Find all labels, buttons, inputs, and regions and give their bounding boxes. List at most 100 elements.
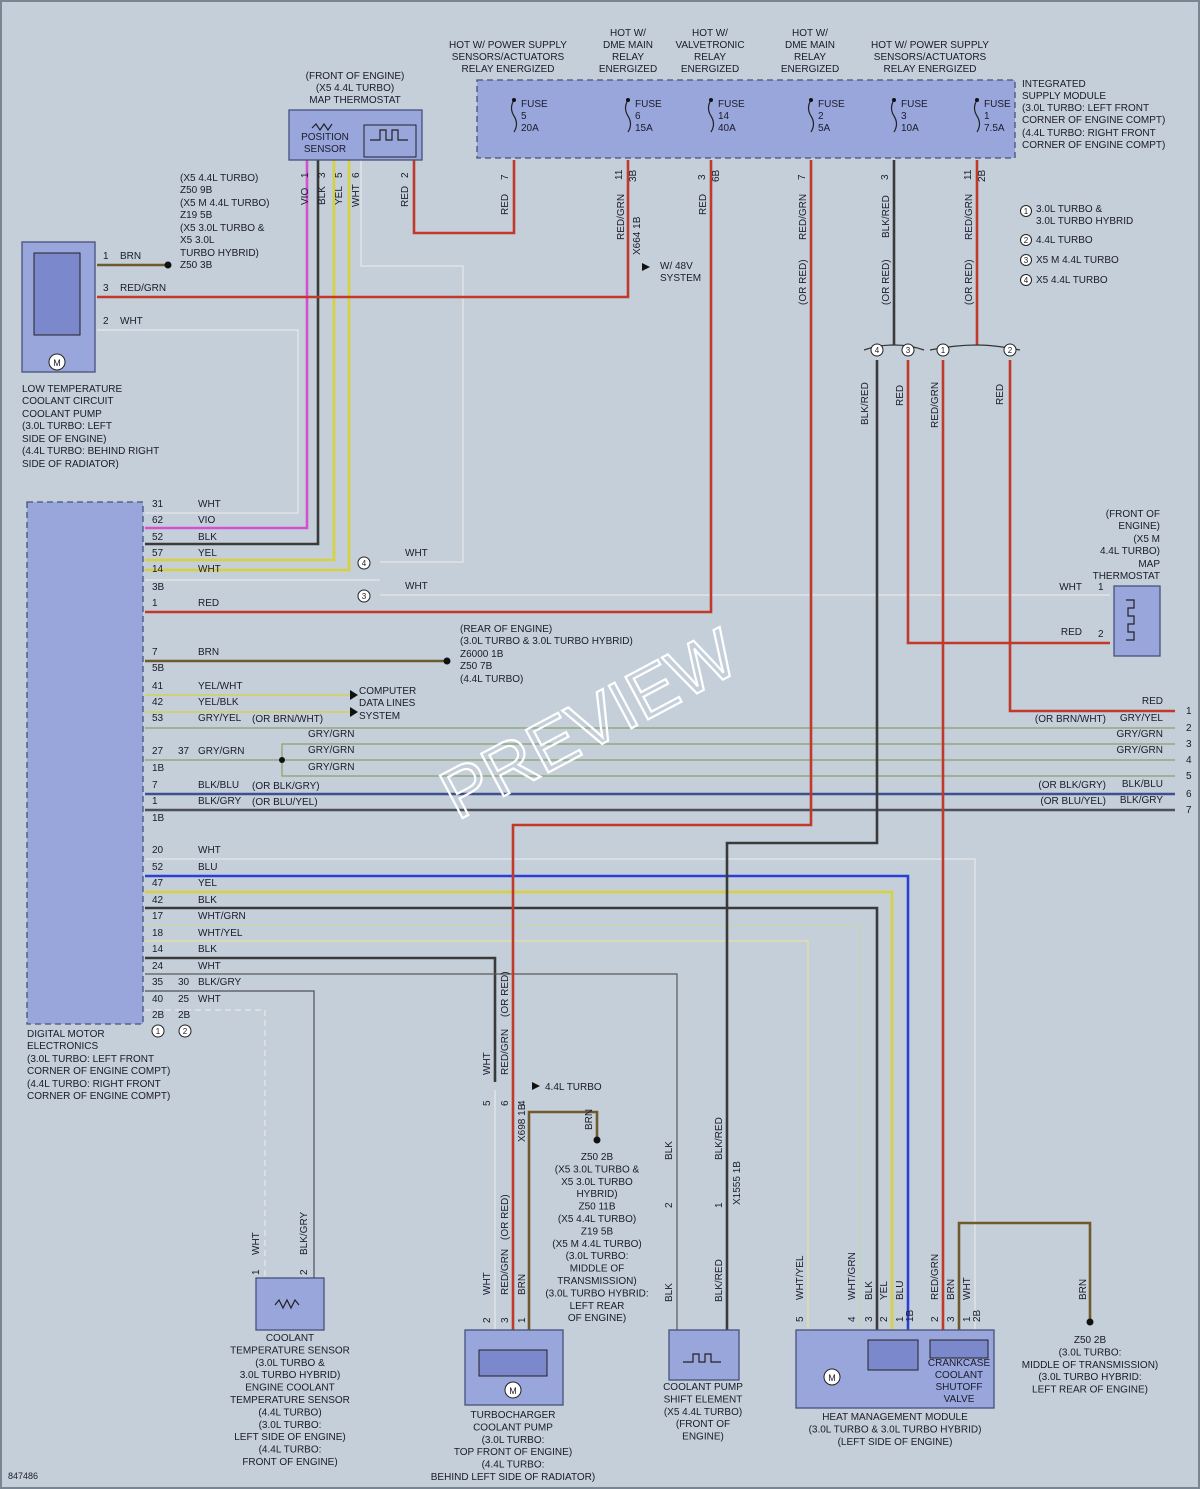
fuse-dot <box>809 98 813 102</box>
wire-wht-24 <box>145 973 678 1330</box>
dme-pin: 27 <box>152 746 164 757</box>
split-callout-3 <box>901 343 915 357</box>
hm-pin: 1 <box>962 1316 973 1322</box>
heat-motor-icon <box>823 1368 841 1386</box>
wire-whtgrn-17 <box>145 924 861 1330</box>
data-wire-0: GRY/GRN <box>308 729 355 740</box>
cts-pin-1: 1 <box>251 1269 262 1275</box>
hm-valve-line: COOLANT <box>935 1370 983 1381</box>
hm-wire: WHT <box>962 1277 973 1300</box>
fuse-icon <box>807 99 815 133</box>
tp-conn-pin-4: 4 <box>517 1100 528 1106</box>
edge-wire: GRY/YEL <box>1120 713 1164 724</box>
rg-labels-line: LEFT REAR OF ENGINE) <box>1032 1385 1148 1396</box>
dme-wire: WHT <box>198 845 221 856</box>
tp-wire-redgrn: RED/GRN <box>500 1249 511 1295</box>
se-labels-line: ENGINE) <box>682 1432 724 1443</box>
rear-ground-3: Z50 7B <box>460 661 493 672</box>
coolant-pump-shift-element <box>668 1329 740 1381</box>
cts-labels-line: (3.0L TURBO: <box>259 1420 322 1431</box>
supply-title-4: (4.4L TURBO: RIGHT FRONT <box>1022 128 1156 139</box>
ground-top-1: Z50 9B <box>180 185 213 196</box>
tp-upper-ored: (OR RED) <box>500 971 511 1017</box>
ltp-label-3: (3.0L TURBO: LEFT <box>22 421 112 432</box>
legend-0b: 3.0L TURBO HYBRID <box>1036 216 1133 227</box>
header-1-line-1: DME MAIN <box>603 40 653 51</box>
rear-ground-1: (3.0L TURBO & 3.0L TURBO HYBRID) <box>460 636 633 647</box>
ltp-wire-2: WHT <box>120 316 143 327</box>
wire-blk-52 <box>145 160 320 546</box>
mtr-wire-1: WHT <box>1059 582 1082 593</box>
variant-num-3: 3 <box>362 592 367 601</box>
edge-wire: GRY/GRN <box>1117 745 1164 756</box>
mid-ground-labels-line: X5 3.0L TURBO <box>561 1177 633 1188</box>
fuse-pin: 3 <box>880 174 891 180</box>
mt-top-inner-0: POSITION <box>301 132 349 143</box>
dme-callout-num-1: 1 <box>156 1027 161 1036</box>
ltp-label-6: SIDE OF RADIATOR) <box>22 459 119 470</box>
fuse-dot <box>975 98 979 102</box>
wire-blkred-fuse3 <box>725 160 896 1330</box>
edge-num: 2 <box>1186 723 1192 734</box>
ltp-label-4: SIDE OF ENGINE) <box>22 434 106 445</box>
ltp-label-2: COOLANT PUMP <box>22 409 102 420</box>
mt-wire-vio: VIO <box>300 188 311 205</box>
mt-pin-5: 5 <box>334 172 345 178</box>
cts-labels-line: LEFT SIDE OF ENGINE) <box>234 1432 346 1443</box>
dme-callout-2 <box>178 1024 192 1038</box>
header-3-line-3: ENERGIZED <box>781 64 839 75</box>
hm-valve-line: CRANKCASE <box>928 1358 991 1369</box>
dme-pin2: 30 <box>178 977 190 988</box>
dme-callout-num-2: 2 <box>183 1027 188 1036</box>
ltp-pin-2: 2 <box>103 316 109 327</box>
fuse-icon <box>707 99 715 133</box>
cts-wire-blkgry: BLK/GRY <box>299 1212 310 1255</box>
cts-labels-line: TEMPERATURE SENSOR <box>230 1345 350 1356</box>
x664-note-0: W/ 48V <box>660 261 693 272</box>
rear-ground-0: (REAR OF ENGINE) <box>460 624 552 635</box>
dme-pin: 42 <box>152 895 164 906</box>
ground-top-5: X5 3.0L <box>180 235 215 246</box>
heat-motor-icon-label: M <box>828 1373 836 1383</box>
ground-icon-mid <box>593 1136 601 1144</box>
fuse-label: FUSE <box>718 99 745 110</box>
legend-num-1: 1 <box>1024 207 1029 216</box>
dme-wire: BLK/GRY <box>198 796 241 807</box>
dme-wire: BLU <box>198 862 217 873</box>
dme-wire: YEL/BLK <box>198 697 239 708</box>
dme-wire: BLK/GRY <box>198 977 241 988</box>
rg-labels-line: (3.0L TURBO HYBRID: <box>1038 1372 1141 1383</box>
split-num-4: 4 <box>875 346 880 355</box>
fuse-dot <box>892 98 896 102</box>
vw-fuse1-alt: (OR RED) <box>964 259 975 305</box>
se-connector: X1555 1B <box>732 1161 743 1205</box>
tp-labels-line: TOP FRONT OF ENGINE) <box>454 1447 572 1458</box>
wire-brn-turbo <box>527 1110 599 1330</box>
wire-whtyel-18 <box>145 940 809 1330</box>
supply-title-0: INTEGRATED <box>1022 79 1086 90</box>
mid-ground-labels-line: TRANSMISSION) <box>557 1276 636 1287</box>
dme-label-0: DIGITAL MOTOR <box>27 1029 105 1040</box>
supply-title-5: CORNER OF ENGINE COMPT) <box>1022 140 1165 151</box>
hm-wire: WHT/YEL <box>795 1255 806 1300</box>
dme-pin: 5B <box>152 663 165 674</box>
dme-wire: YEL <box>198 548 217 559</box>
thermostat-heater-icon <box>370 129 408 141</box>
mt-wire-blk: BLK <box>317 186 328 205</box>
tp-pin-1: 1 <box>517 1317 528 1323</box>
vw-fuse1: RED/GRN <box>964 194 975 240</box>
turbo-pump-inner <box>478 1349 548 1377</box>
pump-inner <box>33 252 81 336</box>
mt-top-title-0: (FRONT OF ENGINE) <box>306 71 405 82</box>
mtr-title-2: (X5 M <box>1133 534 1160 545</box>
header-3-line-0: HOT W/ <box>792 28 828 39</box>
hm-pin: 1 <box>895 1316 906 1322</box>
diagram-id: 847486 <box>8 1471 38 1481</box>
se-labels-line: COOLANT PUMP <box>663 1382 743 1393</box>
supply-title-2: (3.0L TURBO: LEFT FRONT <box>1022 103 1149 114</box>
vw-split-c: RED/GRN <box>930 382 941 428</box>
ltp-label-0: LOW TEMPERATURE <box>22 384 123 395</box>
dme-label-4: (4.4L TURBO: RIGHT FRONT <box>27 1079 161 1090</box>
header-1-line-0: HOT W/ <box>610 28 646 39</box>
valve-inner <box>929 1339 989 1359</box>
